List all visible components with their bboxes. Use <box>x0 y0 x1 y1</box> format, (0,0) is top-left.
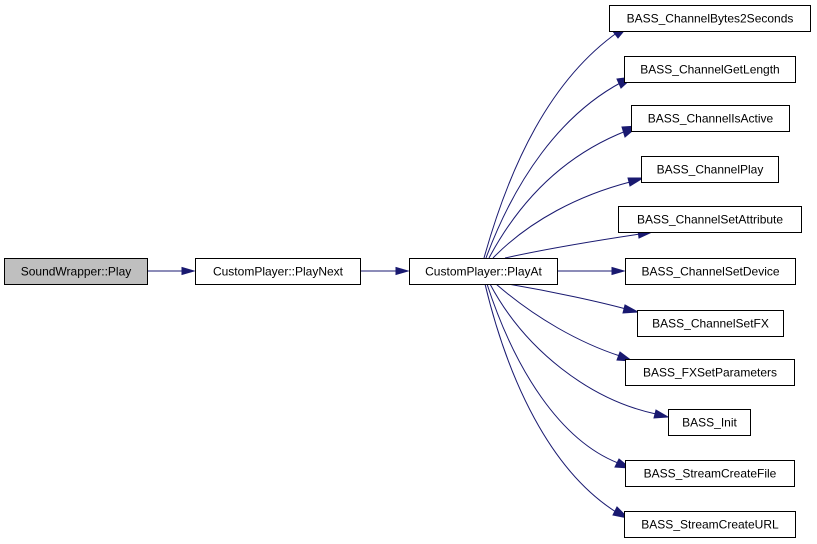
node-label: CustomPlayer::PlayNext <box>213 265 344 279</box>
edge-playat-to-isactive <box>488 130 627 259</box>
node-label: CustomPlayer::PlayAt <box>425 265 542 279</box>
node-sound-wrapper-play[interactable]: SoundWrapper::Play <box>4 258 148 285</box>
edge-playat-to-init <box>489 283 657 415</box>
node-label: SoundWrapper::Play <box>21 265 132 279</box>
edge-playat-to-streamcreateurl <box>484 283 617 513</box>
node-bass-channel-play[interactable]: BASS_ChannelPlay <box>641 156 779 183</box>
arrowhead-playat-to-setfx <box>622 304 640 314</box>
node-bass-channel-set-fx[interactable]: BASS_ChannelSetFX <box>637 310 784 337</box>
node-custom-player-play-next[interactable]: CustomPlayer::PlayNext <box>195 258 361 285</box>
arrowhead-playat-to-fxsetparameters <box>616 351 634 362</box>
node-label: BASS_StreamCreateURL <box>641 518 779 532</box>
arrowhead-play-to-playnext <box>181 266 196 276</box>
node-label: BASS_ChannelGetLength <box>640 63 779 77</box>
edge-playat-to-getlength <box>485 81 623 259</box>
node-label: BASS_Init <box>682 416 737 430</box>
arrowhead-playnext-to-playat <box>395 266 410 276</box>
edge-playat-to-fxsetparameters <box>495 283 621 357</box>
node-bass-channel-get-length[interactable]: BASS_ChannelGetLength <box>624 56 796 83</box>
arrowhead-playat-to-setdevice <box>611 266 626 276</box>
node-label: BASS_ChannelSetAttribute <box>637 213 783 227</box>
node-bass-channel-set-attribute[interactable]: BASS_ChannelSetAttribute <box>618 206 802 233</box>
edge-playat-to-setattribute <box>504 233 641 259</box>
nodes: SoundWrapper::Play CustomPlayer::PlayNex… <box>4 5 811 538</box>
node-bass-channel-bytes2seconds[interactable]: BASS_ChannelBytes2Seconds <box>609 5 811 32</box>
arrowhead-playat-to-init <box>653 409 670 419</box>
edge-playat-to-setfx <box>507 283 627 310</box>
node-label: BASS_StreamCreateFile <box>644 467 777 481</box>
arrowhead-playat-to-channelplay <box>627 177 645 187</box>
edge-playat-to-channelplay <box>492 181 631 259</box>
node-bass-fx-set-parameters[interactable]: BASS_FXSetParameters <box>625 359 795 386</box>
edge-playat-to-bytes2seconds <box>483 31 619 259</box>
node-bass-stream-create-file[interactable]: BASS_StreamCreateFile <box>625 460 795 487</box>
node-bass-channel-set-device[interactable]: BASS_ChannelSetDevice <box>625 258 796 285</box>
node-label: BASS_ChannelBytes2Seconds <box>627 12 794 26</box>
node-label: BASS_ChannelSetFX <box>652 317 769 331</box>
node-bass-stream-create-url[interactable]: BASS_StreamCreateURL <box>624 511 796 538</box>
node-custom-player-play-at[interactable]: CustomPlayer::PlayAt <box>409 258 558 285</box>
edge-playat-to-streamcreatefile <box>486 283 619 464</box>
node-label: BASS_FXSetParameters <box>643 366 777 380</box>
node-bass-init[interactable]: BASS_Init <box>668 409 751 436</box>
node-label: BASS_ChannelPlay <box>657 163 764 177</box>
node-label: BASS_ChannelSetDevice <box>641 265 779 279</box>
node-bass-channel-is-active[interactable]: BASS_ChannelIsActive <box>631 105 790 132</box>
node-label: BASS_ChannelIsActive <box>648 112 774 126</box>
